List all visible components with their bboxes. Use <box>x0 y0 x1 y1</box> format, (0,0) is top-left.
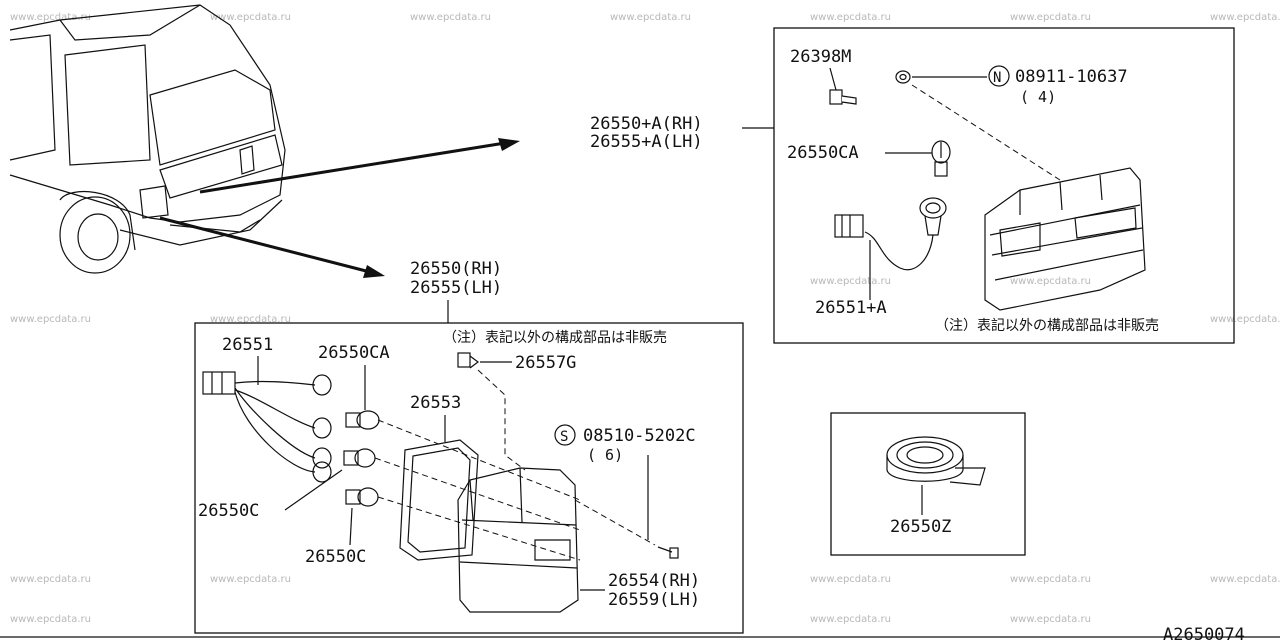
watermark: www.epcdata.ru <box>210 12 291 23</box>
tail-lamp-assembly-icon <box>984 167 1146 311</box>
screw-icon <box>657 546 679 559</box>
watermark: www.epcdata.ru <box>610 12 691 23</box>
watermark: www.epcdata.ru <box>10 614 91 625</box>
part-label-26551a: 26551+A <box>815 298 887 318</box>
bulb-icon <box>931 140 951 177</box>
tape-roll-icon <box>886 436 986 486</box>
part-label-26550ca: 26550CA <box>318 343 390 363</box>
part-label-26550ca: 26550CA <box>787 143 859 163</box>
watermark: www.epcdata.ru <box>210 314 291 325</box>
part-label-26553: 26553 <box>410 393 461 413</box>
watermark: www.epcdata.ru <box>1010 614 1091 625</box>
watermark: www.epcdata.ru <box>810 12 891 23</box>
arrow-head-icon <box>363 265 385 278</box>
note-not-sold-bottom: （注）表記以外の構成部品は非販売 <box>443 329 667 346</box>
diagram-code: A2650074 <box>1163 625 1245 640</box>
socket-harness-icon <box>834 197 947 271</box>
callout-rh-label: 26550+A(RH) <box>590 114 703 134</box>
watermark: www.epcdata.ru <box>1010 276 1091 287</box>
part-label-26550c-a: 26550C <box>198 501 259 521</box>
watermark: www.epcdata.ru <box>1210 574 1280 585</box>
clip-icon <box>457 352 479 369</box>
part-label-08911-10637: 08911-10637 <box>1015 67 1128 87</box>
part-label-26550z: 26550Z <box>890 517 951 537</box>
watermark: www.epcdata.ru <box>1210 314 1280 325</box>
watermark: www.epcdata.ru <box>10 314 91 325</box>
nut-icon <box>895 70 911 84</box>
symbol-n-circle-icon <box>988 65 1010 87</box>
watermark: www.epcdata.ru <box>210 574 291 585</box>
part-label-26559-lh: 26559(LH) <box>608 590 700 610</box>
side-parts-box: 26550Z <box>830 412 1026 556</box>
screw-icon <box>829 89 857 105</box>
wire-harness-icon <box>202 371 332 483</box>
callout-rh-label: 26550(RH) <box>410 259 502 279</box>
part-label-08510-5202c: 08510-5202C <box>583 426 696 446</box>
watermark: www.epcdata.ru <box>10 12 91 23</box>
watermark: www.epcdata.ru <box>810 574 891 585</box>
part-label-26398m: 26398M <box>790 47 851 67</box>
part-label-26557g: 26557G <box>515 353 576 373</box>
note-not-sold-top: （注）表記以外の構成部品は非販売 <box>935 317 1159 334</box>
part-qty-label: ( 6) <box>587 446 623 464</box>
gasket-icon <box>399 439 479 561</box>
symbol-s-label: S <box>560 429 568 445</box>
watermark-grid: www.epcdata.ru www.epcdata.ru www.epcdat… <box>10 12 1280 625</box>
leader-arrows <box>159 138 520 278</box>
watermark: www.epcdata.ru <box>810 276 891 287</box>
watermark: www.epcdata.ru <box>1010 574 1091 585</box>
watermark: www.epcdata.ru <box>410 12 491 23</box>
top-parts-box: 26398M N 08911-10637 ( 4) 26550CA <box>773 27 1235 344</box>
main-callout: 26550+A(RH) 26555+A(LH) <box>590 114 774 152</box>
part-qty-label: ( 4) <box>1020 88 1056 106</box>
bottom-parts-box: （注）表記以外の構成部品は非販売 26551 26550CA 26550C <box>194 322 744 634</box>
watermark: www.epcdata.ru <box>810 614 891 625</box>
callout-lh-label: 26555(LH) <box>410 278 502 298</box>
watermark: www.epcdata.ru <box>10 574 91 585</box>
symbol-n-label: N <box>993 70 1001 86</box>
watermark: www.epcdata.ru <box>1010 12 1091 23</box>
part-label-26550c-b: 26550C <box>305 547 366 567</box>
vehicle-rear-illustration <box>9 4 286 274</box>
arrow-head-icon <box>498 138 520 151</box>
watermark: www.epcdata.ru <box>1210 12 1280 23</box>
callout-lh-label: 26555+A(LH) <box>590 132 703 152</box>
lower-callout: 26550(RH) 26555(LH) <box>410 259 502 323</box>
tail-lamp-lens-icon <box>457 467 579 613</box>
part-label-26551: 26551 <box>222 335 273 355</box>
part-label-26554-rh: 26554(RH) <box>608 571 700 591</box>
bulb-icon <box>343 410 380 507</box>
symbol-s-circle-icon <box>554 424 576 446</box>
